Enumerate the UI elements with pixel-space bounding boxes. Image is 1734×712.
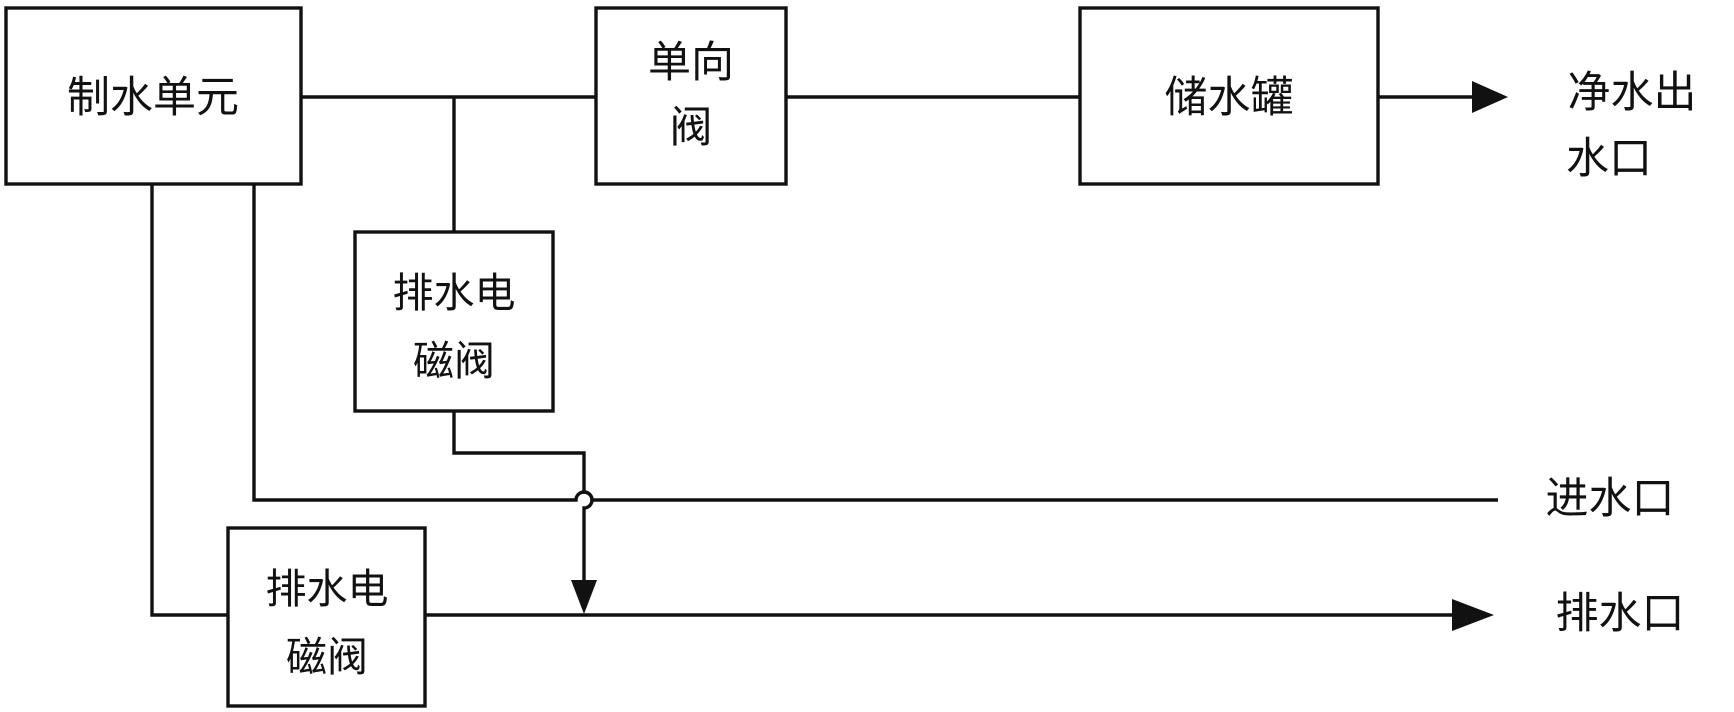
arrow-down-to-drain-line <box>571 580 597 614</box>
box-drain-solenoid-lower: 排水电 磁阀 <box>226 526 427 708</box>
pipe-upper-solenoid-to-drain <box>452 411 594 582</box>
check-valve-label-line2: 阀 <box>670 103 713 153</box>
storage-tank-frame <box>1078 6 1380 186</box>
pipe-unit-to-lower-solenoid <box>150 184 228 617</box>
drain-solenoid-upper-frame <box>353 230 555 413</box>
arrow-to-drain-outlet <box>1452 599 1494 631</box>
box-storage-tank: 储水罐 <box>1078 6 1380 186</box>
water-production-unit-frame <box>4 6 303 186</box>
drain-solenoid-lower-frame <box>226 526 427 708</box>
drain-solenoid-lower-label-line1: 排水电 <box>266 565 389 613</box>
pure-water-outlet-label-line1: 净水出 <box>1568 68 1697 118</box>
pipe-inlet-to-unit <box>252 184 1498 502</box>
box-water-production-unit: 制水单元 <box>4 6 303 186</box>
pure-water-outlet-label-line2: 水口 <box>1566 134 1652 184</box>
drain-solenoid-lower-label-line2: 磁阀 <box>286 633 368 681</box>
drain-solenoid-upper-label-line2: 磁阀 <box>413 337 495 385</box>
drain-solenoid-upper-label-line1: 排水电 <box>393 269 516 317</box>
water-inlet-label: 进水口 <box>1546 474 1675 524</box>
check-valve-frame <box>594 6 788 186</box>
water-production-unit-label: 制水单元 <box>67 73 239 123</box>
box-check-valve: 单向 阀 <box>594 6 788 186</box>
check-valve-label-line1: 单向 <box>648 38 734 88</box>
connection-lines <box>150 81 1508 631</box>
arrow-to-pure-water-outlet <box>1472 81 1508 113</box>
storage-tank-label: 储水罐 <box>1165 73 1294 123</box>
drain-outlet-label: 排水口 <box>1556 589 1685 639</box>
box-drain-solenoid-upper: 排水电 磁阀 <box>353 230 555 413</box>
